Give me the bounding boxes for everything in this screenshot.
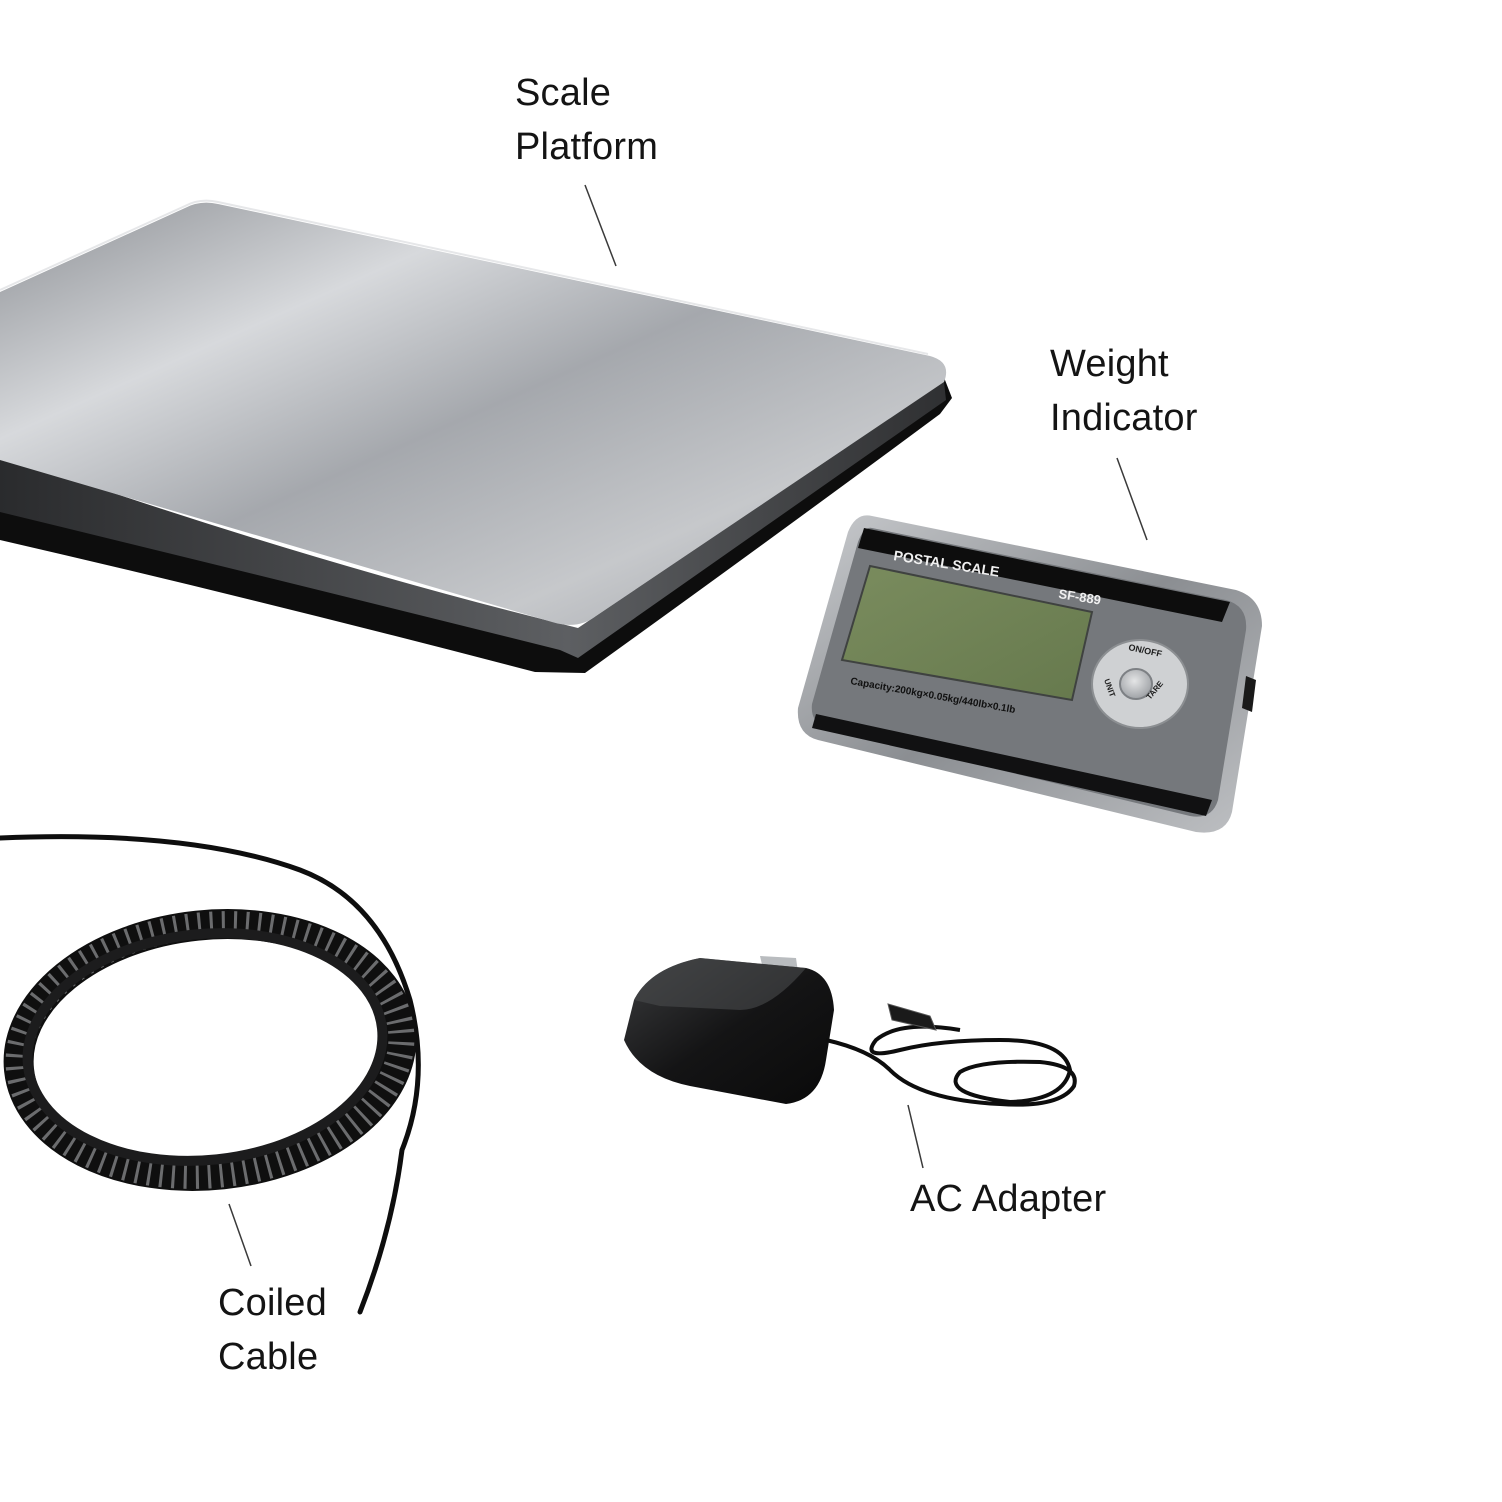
label-weight-indicator-line1: Weight	[1050, 343, 1169, 385]
ac-adapter	[624, 956, 1077, 1107]
label-scale-platform-line1: Scale	[515, 72, 612, 114]
leader-indicator	[1116, 457, 1148, 541]
leader-adapter	[907, 1104, 924, 1169]
leader-lines	[228, 184, 1148, 1267]
label-ac-adapter: AC Adapter	[910, 1172, 1106, 1226]
label-coiled-cable-line2: Cable	[218, 1336, 319, 1378]
leader-cable	[228, 1203, 252, 1267]
coiled-cable	[0, 834, 421, 1315]
label-weight-indicator: Weight Indicator	[1050, 337, 1198, 445]
weight-indicator: POSTAL SCALE SF-889 Capacity:200kg×0.05k…	[797, 515, 1262, 833]
label-scale-platform-line2: Platform	[515, 126, 659, 168]
scale-platform	[0, 199, 952, 673]
indicator-model: SF-889	[1058, 586, 1102, 607]
leader-platform	[584, 184, 617, 267]
indicator-keypad: ON/OFF UNIT TARE	[1091, 639, 1189, 729]
label-coiled-cable-line1: Coiled	[218, 1282, 327, 1324]
label-ac-adapter-line1: AC Adapter	[910, 1178, 1107, 1220]
center-knob[interactable]	[1119, 668, 1153, 700]
label-scale-platform: Scale Platform	[515, 66, 658, 174]
label-weight-indicator-line2: Indicator	[1050, 397, 1198, 439]
label-coiled-cable: Coiled Cable	[218, 1276, 327, 1384]
side-connector	[1242, 676, 1256, 712]
